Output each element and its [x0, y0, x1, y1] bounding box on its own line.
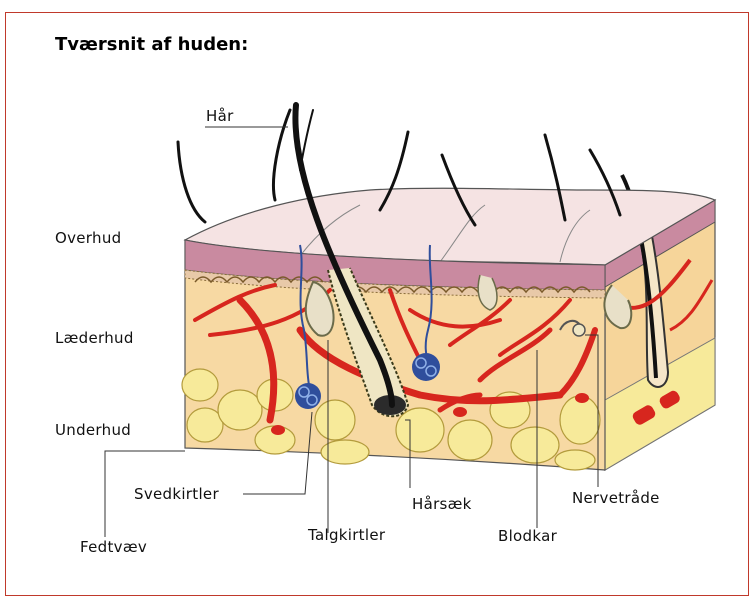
label-fat-tissue: Fedtvæv: [80, 538, 147, 556]
label-nerve-fiber: Nervetråde: [572, 489, 660, 507]
label-hair: Hår: [206, 107, 234, 125]
label-subcutis: Underhud: [55, 421, 131, 439]
label-sebaceous-glands: Talgkirtler: [308, 526, 385, 544]
label-dermis: Læderhud: [55, 329, 134, 347]
label-blood-vessels: Blodkar: [498, 527, 557, 545]
label-epidermis: Overhud: [55, 229, 121, 247]
label-hair-follicle: Hårsæk: [412, 495, 472, 513]
label-sweat-glands: Svedkirtler: [134, 485, 219, 503]
nerve-ending: [573, 324, 585, 336]
